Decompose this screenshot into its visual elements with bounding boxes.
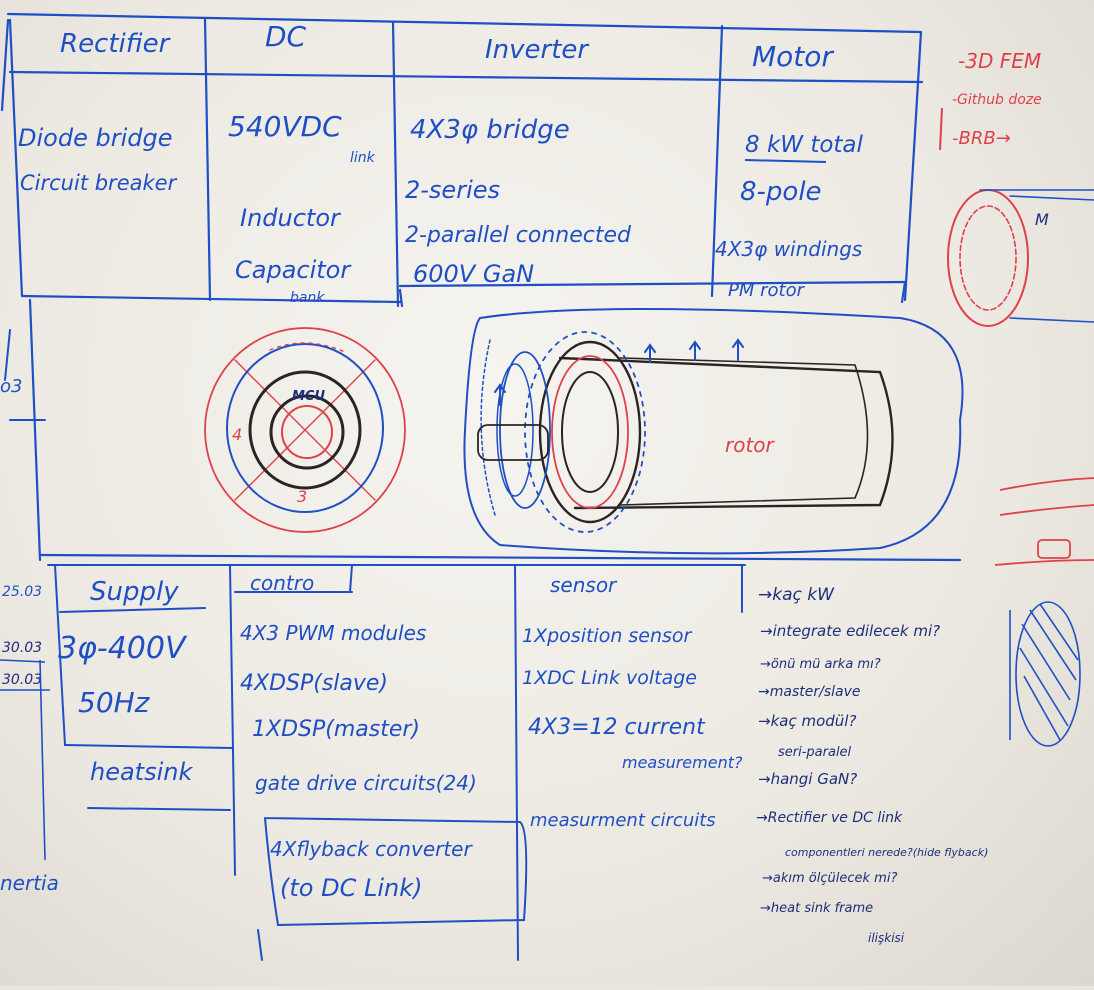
right-hatched-cylinder xyxy=(1009,601,1081,747)
bottom-table-grid xyxy=(4,329,746,961)
question-11: →heat sink frame xyxy=(760,901,873,916)
control-item-1: 4X3 PWM modules xyxy=(240,621,426,645)
right-sketch-label: M xyxy=(1035,210,1049,229)
sensor-item-4: measurement? xyxy=(622,753,743,772)
dc-bank: bank xyxy=(290,290,325,306)
sensor-item-3: 4X3=12 current xyxy=(528,715,706,740)
supply-item-1: 3φ-400V xyxy=(58,631,188,666)
question-2: →integrate edilecek mi? xyxy=(760,622,940,640)
header-inverter: Inverter xyxy=(485,35,590,65)
question-3: →önü mü arka mı? xyxy=(760,657,881,672)
sensor-item-5: measurment circuits xyxy=(530,810,716,831)
control-item-3: 1XDSP(master) xyxy=(252,717,420,742)
question-1: →kaç kW xyxy=(758,585,835,605)
inverter-item-1: 4X3φ bridge xyxy=(410,115,570,145)
left-fragment-1: o3 xyxy=(0,376,22,397)
control-item-5: 4Xflyback converter xyxy=(270,837,473,861)
control-item-4: gate drive circuits(24) xyxy=(255,771,477,795)
question-8: →Rectifier ve DC link xyxy=(756,810,903,826)
bottom-table-text: Supply contro sensor 3φ-400V 50Hz heatsi… xyxy=(58,571,743,902)
sensor-item-1: 1Xposition sensor xyxy=(522,625,693,647)
rotor-label: rotor xyxy=(725,433,776,457)
right-note-2: -Github doze xyxy=(952,92,1042,108)
control-item-2: 4XDSP(slave) xyxy=(240,671,388,696)
inverter-item-4: 600V GaN xyxy=(413,260,534,288)
right-note-3: -BRB→ xyxy=(952,128,1011,149)
header-supply: Supply xyxy=(90,577,179,607)
left-edge-fragments: o3 25.03 30.03 30.03 nertia xyxy=(0,376,59,895)
top-table-text: Rectifier DC Inverter Motor Diode bridge… xyxy=(18,20,864,306)
segment-number-4: 4 xyxy=(232,425,242,444)
rectifier-item-2: Circuit breaker xyxy=(20,171,178,195)
motor-underline xyxy=(744,159,827,163)
dc-capacitor: Capacitor xyxy=(235,256,352,284)
sensor-item-2: 1XDC Link voltage xyxy=(522,667,697,689)
inverter-item-3: 2-parallel connected xyxy=(405,223,632,248)
question-4: →master/slave xyxy=(758,684,860,700)
question-7: →hangi GaN? xyxy=(758,770,857,788)
segment-number-3: 3 xyxy=(297,487,307,506)
left-fragment-4: 30.03 xyxy=(2,672,42,688)
question-6: seri-paralel xyxy=(778,745,852,760)
rectifier-item-1: Diode bridge xyxy=(18,124,172,152)
motor-item-2: 8-pole xyxy=(740,177,822,207)
inverter-item-2: 2-series xyxy=(405,176,500,204)
mcu-label: MCU xyxy=(292,389,325,404)
dc-link-suffix: link xyxy=(350,150,376,166)
controller-disc-sketch xyxy=(204,327,406,533)
left-fragment-2: 25.03 xyxy=(2,584,42,600)
right-notes: -3D FEM -Github doze -BRB→ xyxy=(939,49,1042,151)
header-dc: DC xyxy=(265,20,307,53)
motor-item-4: PM rotor xyxy=(728,280,806,301)
header-rectifier: Rectifier xyxy=(60,29,172,59)
control-item-6: (to DC Link) xyxy=(280,874,422,902)
motor-item-3: 4X3φ windings xyxy=(715,237,862,261)
right-note-1: -3D FEM xyxy=(958,49,1041,73)
header-sensor: sensor xyxy=(550,573,618,597)
question-10: →akım ölçülecek mi? xyxy=(762,871,897,886)
motor-sketch xyxy=(463,308,964,555)
header-control: contro xyxy=(250,571,314,595)
question-12: ilişkisi xyxy=(868,931,905,945)
left-fragment-3: 30.03 xyxy=(2,640,42,656)
question-5: →kaç modül? xyxy=(758,712,856,730)
question-9: componentleri nerede?(hide flyback) xyxy=(785,846,988,859)
header-motor: Motor xyxy=(752,40,834,73)
heatsink-label: heatsink xyxy=(90,758,193,786)
left-fragment-5: nertia xyxy=(0,871,59,895)
motor-item-1: 8 kW total xyxy=(745,132,864,158)
right-red-sketch xyxy=(994,477,1094,566)
right-motor-sketch xyxy=(947,189,1094,327)
dc-inductor: Inductor xyxy=(240,204,342,232)
top-table-grid xyxy=(0,12,962,562)
dc-link-value: 540VDC xyxy=(228,110,342,143)
supply-item-2: 50Hz xyxy=(78,686,151,719)
questions-list: →kaç kW →integrate edilecek mi? →önü mü … xyxy=(756,585,988,945)
